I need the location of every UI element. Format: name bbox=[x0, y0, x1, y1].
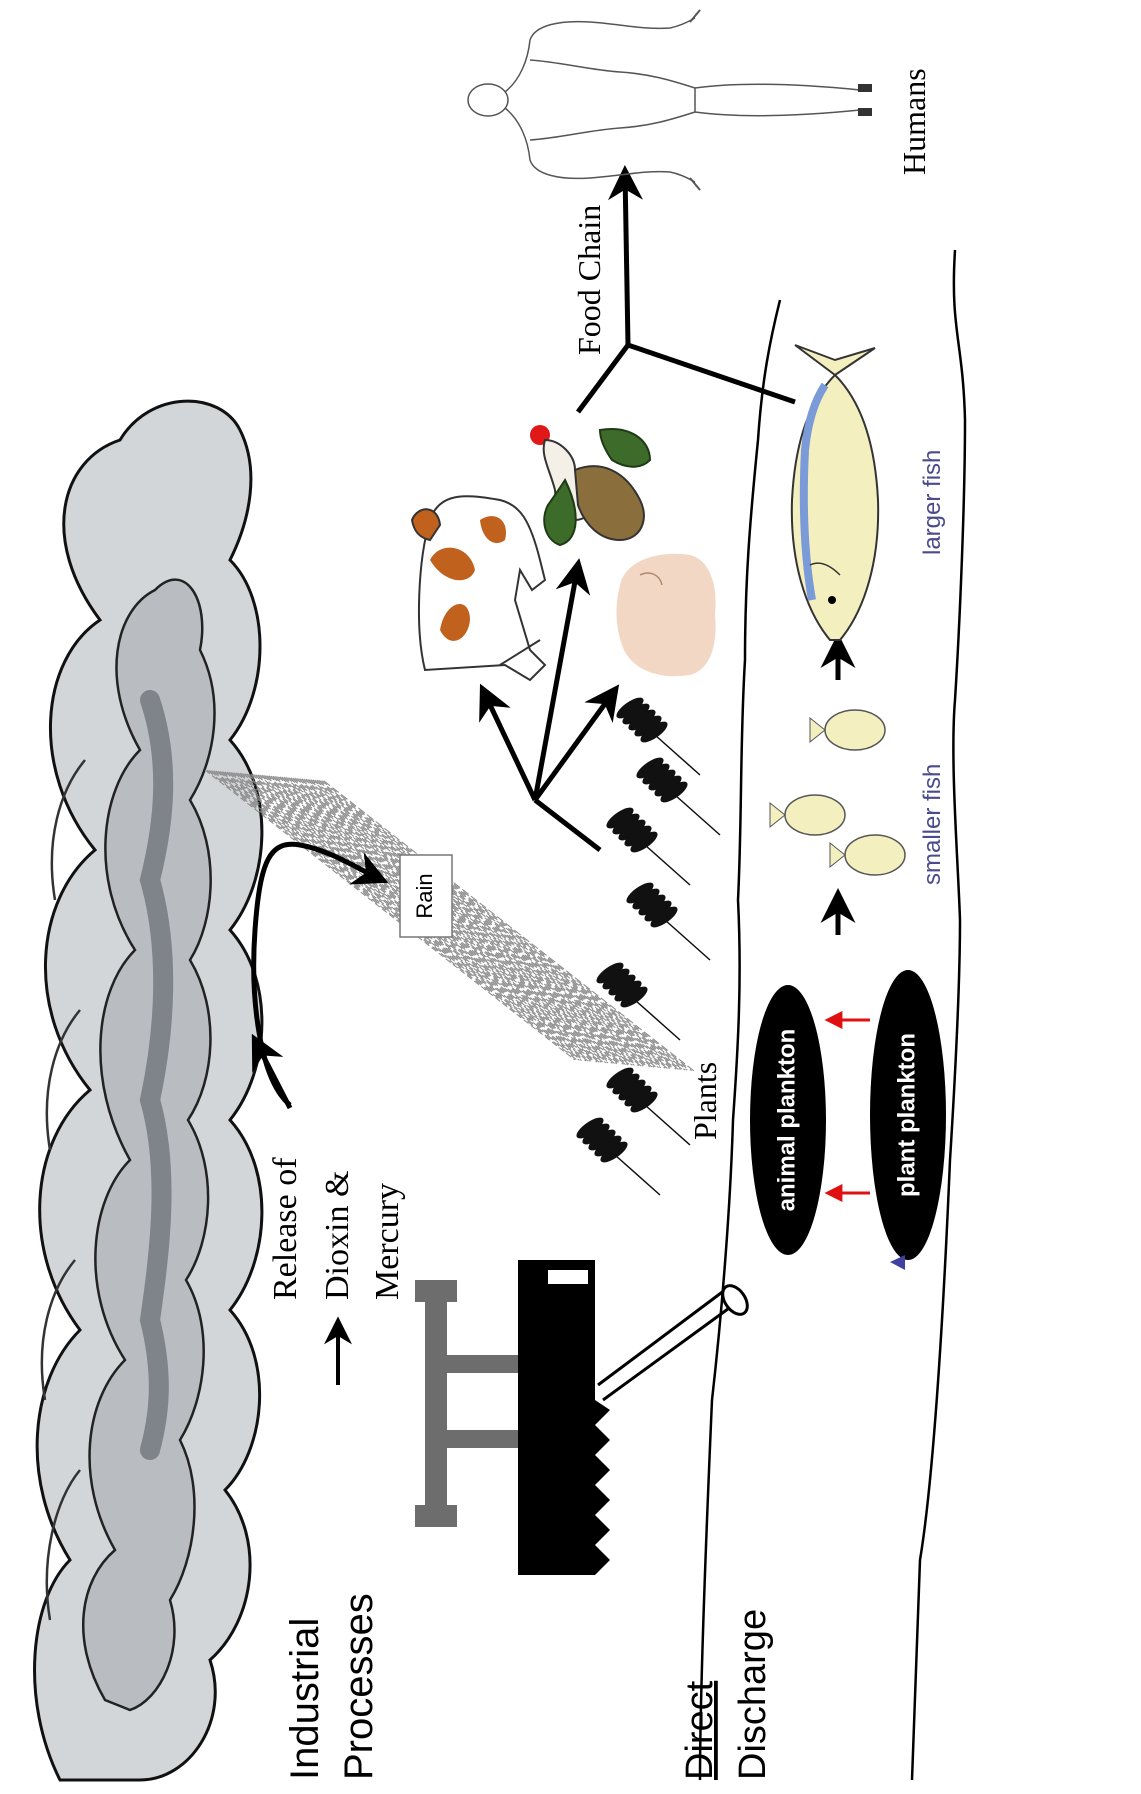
smaller-fish-group bbox=[770, 710, 905, 875]
release-upward-arrow bbox=[255, 1040, 290, 1108]
rain-streak bbox=[273, 776, 643, 1066]
dioxin-label: Dioxin & bbox=[319, 1171, 356, 1300]
human-icon bbox=[468, 10, 872, 190]
rain-label: Rain bbox=[412, 873, 437, 918]
rain-streak bbox=[212, 771, 582, 1061]
rain-streak bbox=[282, 777, 652, 1067]
discharge-label: Discharge bbox=[732, 1609, 774, 1780]
cloud-icon bbox=[35, 401, 262, 1780]
rain-streak bbox=[286, 777, 656, 1067]
rain-streak bbox=[280, 777, 650, 1067]
shore-line bbox=[955, 0, 958, 420]
direct-label: Direct bbox=[679, 1680, 721, 1780]
rain-streak bbox=[209, 770, 579, 1060]
processes-label: Processes bbox=[337, 1593, 381, 1780]
small-fish-icon bbox=[825, 710, 885, 750]
small-fish-icon bbox=[845, 835, 905, 875]
humans-label: Humans bbox=[896, 68, 932, 175]
pig-icon bbox=[616, 554, 715, 677]
larger-fish-label: larger fish bbox=[919, 450, 946, 555]
animal-plankton-label: animal plankton bbox=[773, 1029, 800, 1212]
cow-icon bbox=[412, 496, 545, 680]
plant-icon bbox=[603, 1064, 690, 1145]
release-to-rain-arrow bbox=[254, 844, 382, 1105]
rain-streak bbox=[293, 778, 663, 1068]
plant-icon bbox=[633, 754, 720, 835]
pipe-icon bbox=[598, 1281, 752, 1400]
small-fish-tail bbox=[770, 803, 785, 827]
rain-streak bbox=[275, 776, 645, 1066]
plants-label: Plants bbox=[687, 1062, 723, 1140]
small-fish-tail bbox=[810, 718, 825, 742]
plankton-arrows bbox=[828, 1020, 870, 1193]
rooster-icon bbox=[530, 425, 650, 545]
rain-streak bbox=[291, 778, 661, 1068]
release-of-label: Release of bbox=[267, 1157, 304, 1300]
factory-icon bbox=[415, 1260, 610, 1575]
smaller-fish-label: smaller fish bbox=[919, 764, 946, 885]
plant-icon bbox=[623, 879, 710, 960]
rain-streak bbox=[289, 778, 659, 1068]
rain-label-box: Rain bbox=[400, 855, 452, 937]
plant-plankton-oval: plant plankton bbox=[870, 970, 946, 1270]
rain-streak bbox=[269, 776, 639, 1066]
small-fish-tail bbox=[830, 843, 845, 867]
rain-streak bbox=[278, 777, 648, 1067]
plant-plankton-label: plant plankton bbox=[893, 1033, 920, 1197]
small-fish-icon bbox=[785, 795, 845, 835]
food-chain-label: Food Chain bbox=[571, 205, 607, 355]
rain-streak bbox=[271, 776, 641, 1066]
rain-streak bbox=[214, 771, 584, 1061]
mercury-label: Mercury bbox=[369, 1183, 406, 1300]
animal-plankton-oval: animal plankton bbox=[750, 985, 826, 1255]
food-chain-arrow bbox=[578, 172, 795, 412]
industrial-label: Industrial bbox=[283, 1618, 327, 1780]
plant-icon bbox=[573, 1114, 660, 1195]
fish-icon bbox=[792, 345, 878, 640]
rain-streak bbox=[284, 777, 654, 1067]
plant-icon bbox=[603, 804, 690, 885]
